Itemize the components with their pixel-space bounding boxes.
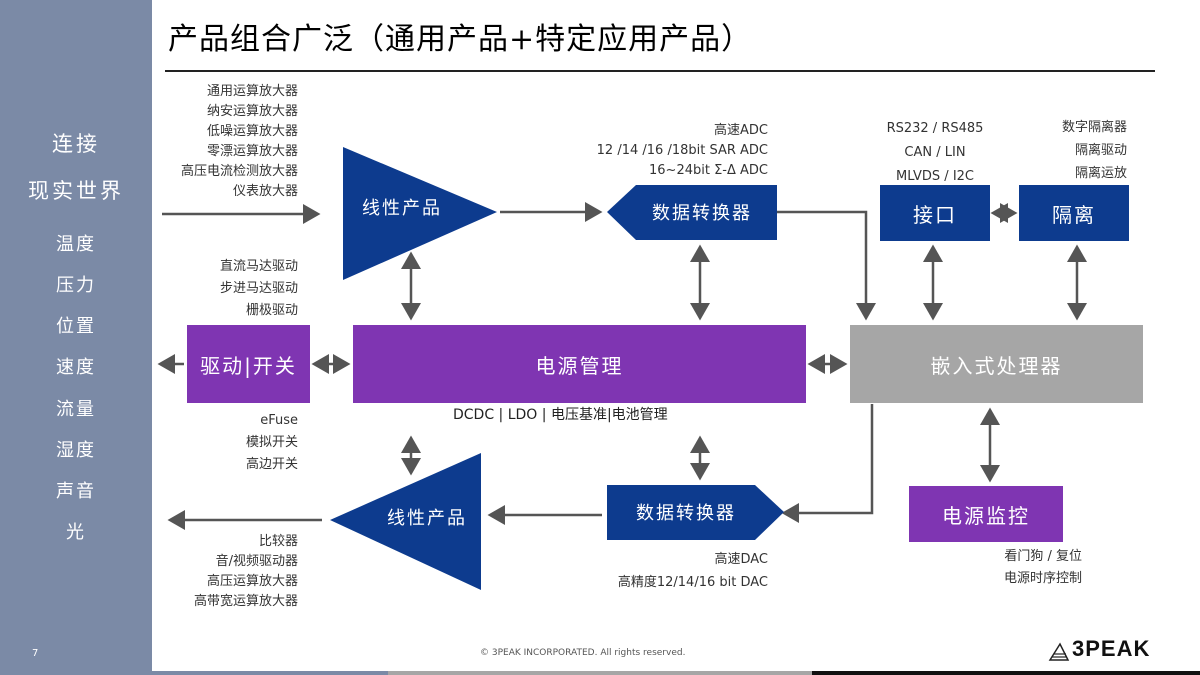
sidebar-item-temperature: 温度	[56, 234, 96, 255]
power-management-block: 电源管理	[353, 325, 806, 403]
sidebar-item-light: 光	[66, 522, 86, 543]
linear-bottom-triangle	[330, 453, 481, 590]
sidebar-item-sound: 声音	[56, 481, 96, 502]
footer-bar	[812, 671, 1200, 675]
sidebar-heading-line1: 连接	[52, 132, 100, 156]
sidebar-item-humidity: 湿度	[56, 440, 96, 461]
list-item: 电源时序控制	[1003, 571, 1082, 586]
list-item: 栅极驱动	[245, 303, 298, 318]
dac-converter-shape	[607, 485, 784, 540]
list-item: eFuse	[260, 413, 298, 428]
list-item: 看门狗 / 复位	[1004, 549, 1082, 564]
embedded-processor-block: 嵌入式处理器	[850, 325, 1143, 403]
interface-block: 接口	[880, 185, 990, 241]
output-label-list: 比较器 音/视频驱动器 高压运算放大器 高带宽运算放大器	[150, 532, 298, 612]
list-item: 仪表放大器	[232, 184, 298, 199]
list-item: 隔离驱动	[1074, 143, 1127, 158]
list-item: RS232 / RS485	[886, 121, 984, 136]
list-item: 纳安运算放大器	[206, 104, 298, 119]
sidebar-item-pressure: 压力	[56, 275, 96, 296]
footer-bar	[152, 671, 388, 675]
list-item: 零漂运算放大器	[206, 144, 298, 159]
list-item: 步进马达驱动	[219, 281, 298, 296]
sidebar-item-position: 位置	[56, 316, 96, 337]
switch-label-list: eFuse 模拟开关 高边开关	[170, 410, 298, 476]
list-item: 高带宽运算放大器	[193, 594, 298, 609]
dac-label-list: 高速DAC 高精度12/14/16 bit DAC	[580, 548, 768, 594]
dac-converter-label: 数据转换器	[636, 503, 736, 524]
isolation-block: 隔离	[1019, 185, 1129, 241]
list-item: 16~24bit Σ-Δ ADC	[649, 163, 768, 178]
list-item: 12 /14 /16 /18bit SAR ADC	[596, 143, 768, 158]
list-item: 高精度12/14/16 bit DAC	[617, 575, 768, 590]
interface-label-list: RS232 / RS485 CAN / LIN MLVDS / I2C	[870, 117, 1000, 189]
page-number: 7	[32, 648, 39, 659]
list-item: 音/视频驱动器	[215, 554, 298, 569]
list-item: 模拟开关	[245, 435, 298, 450]
copyright-text: © 3PEAK INCORPORATED. All rights reserve…	[480, 648, 686, 658]
page-title: 产品组合广泛（通用产品+特定应用产品）	[168, 22, 753, 57]
linear-bottom-label: 线性产品	[387, 508, 467, 529]
list-item: CAN / LIN	[904, 145, 966, 160]
list-item: 高边开关	[245, 457, 298, 472]
amplifier-list: 通用运算放大器 纳安运算放大器 低噪运算放大器 零漂运算放大器 高压电流检测放大…	[150, 82, 298, 202]
logo-mark-icon	[1048, 638, 1070, 662]
list-item: 高速ADC	[714, 123, 768, 138]
list-item: 通用运算放大器	[206, 84, 298, 99]
list-item: 低噪运算放大器	[206, 124, 298, 139]
linear-top-label: 线性产品	[362, 198, 442, 219]
sidebar-item-speed: 速度	[56, 357, 96, 378]
title-divider	[165, 70, 1155, 72]
list-item: 数字隔离器	[1061, 120, 1127, 135]
list-item: 高速DAC	[714, 552, 768, 567]
list-item: 直流马达驱动	[219, 259, 298, 274]
sidebar-heading-line2: 现实世界	[28, 179, 124, 203]
list-item: 隔离运放	[1074, 166, 1127, 181]
sidebar-item-flow: 流量	[56, 399, 96, 420]
power-monitor-block: 电源监控	[909, 486, 1063, 542]
drive-switch-block: 驱动|开关	[187, 325, 310, 403]
adc-converter-shape	[607, 185, 777, 240]
arrow-adc-to-processor	[777, 210, 876, 321]
list-item: 高压运算放大器	[206, 574, 298, 589]
company-logo: 3PEAK	[1072, 636, 1151, 661]
isolation-label-list: 数字隔离器 隔离驱动 隔离运放	[1020, 116, 1127, 185]
footer-bar	[388, 671, 812, 675]
adc-label-list: 高速ADC 12 /14 /16 /18bit SAR ADC 16~24bit…	[580, 121, 768, 181]
monitor-label-list: 看门狗 / 复位 电源时序控制	[960, 546, 1082, 590]
driver-label-list: 直流马达驱动 步进马达驱动 栅极驱动	[170, 256, 298, 322]
linear-top-triangle	[343, 147, 497, 280]
adc-converter-label: 数据转换器	[652, 203, 752, 224]
sidebar: 连接 现实世界 温度 压力 位置 速度 流量 湿度 声音 光 7	[0, 0, 152, 675]
list-item: MLVDS / I2C	[895, 169, 974, 184]
list-item: 高压电流检测放大器	[180, 164, 298, 179]
power-management-label: DCDC | LDO | 电压基准|电池管理	[453, 407, 668, 423]
list-item: 比较器	[258, 534, 298, 549]
